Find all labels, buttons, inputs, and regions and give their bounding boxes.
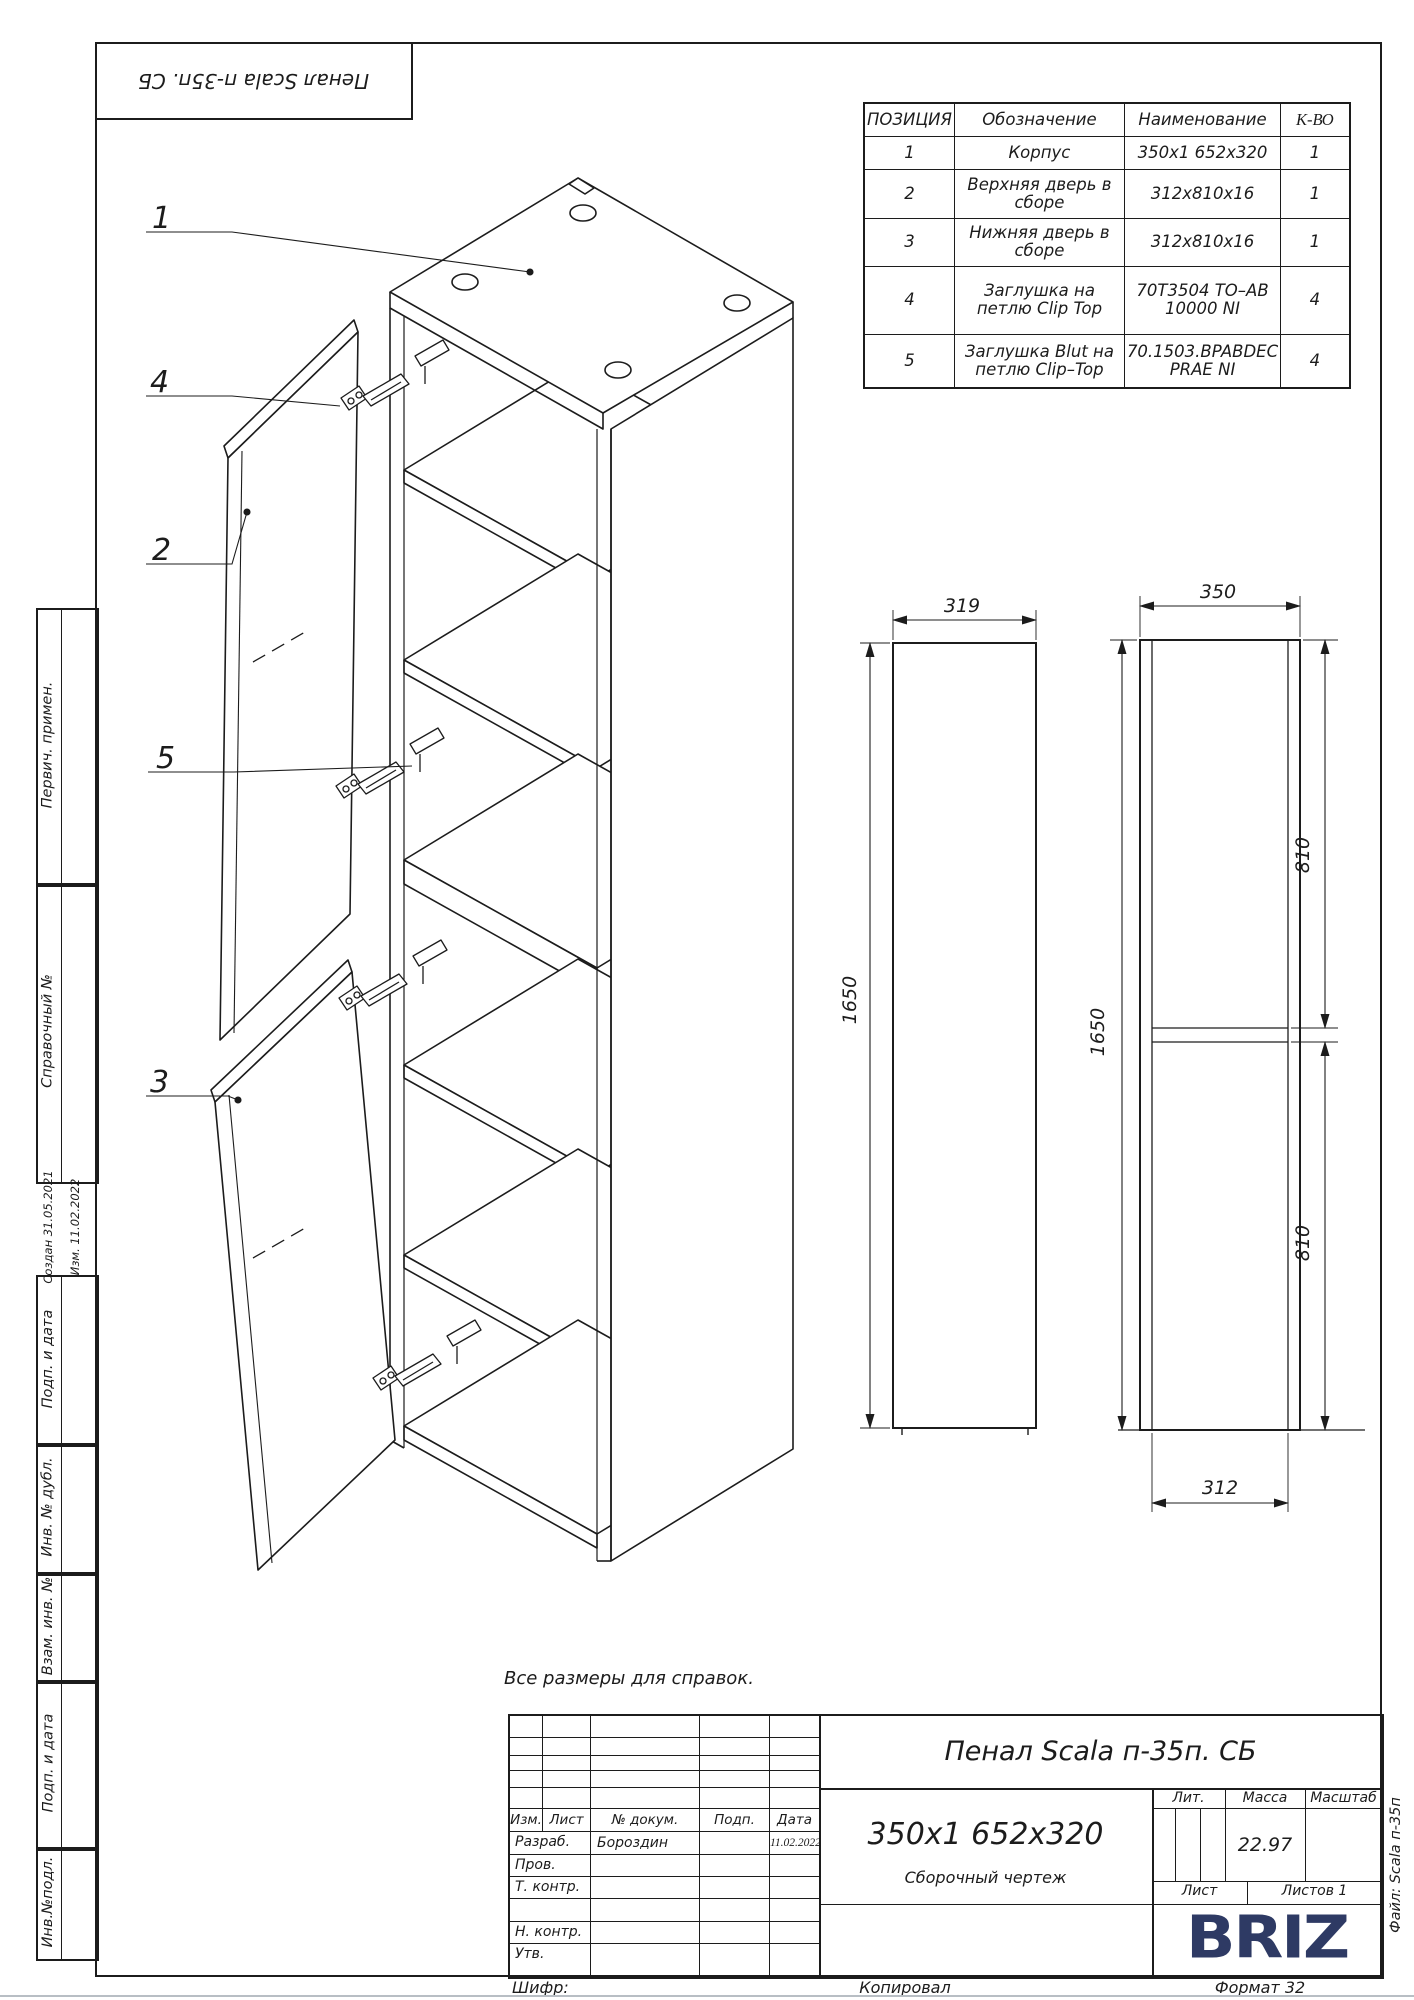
briz-logo: BRIZ: [1186, 1902, 1350, 1972]
margin-box-inv-dupl: [36, 1443, 99, 1576]
margin-box-reference-number: [36, 883, 99, 1184]
sign-row-date: 11.02.2022: [770, 1832, 819, 1855]
sign-row-label: Пров.: [510, 1855, 591, 1877]
sign-row-label: Н. контр.: [510, 1922, 591, 1944]
table-row: 1 Корпус 350х1 652х320 1: [863, 135, 1351, 170]
reversed-title-box: Пенал Scala п-35п. СБ: [95, 42, 413, 120]
margin-label: Взам. инв. №: [40, 1576, 56, 1676]
callout-2: 2: [152, 533, 171, 568]
margin-box-repl-inv: [36, 1572, 99, 1684]
upper-door: [219, 319, 359, 1041]
sign-row-label: Утв.: [510, 1944, 591, 1977]
margin-label: Инв.№подл.: [40, 1856, 56, 1948]
table-row: 5 Заглушка Blut на петлю Clip–Top 70.150…: [863, 333, 1351, 389]
rev-col: № докум.: [591, 1809, 700, 1832]
title-block-signature-table: Изм. Лист № докум. Подп. Дата Разраб. Бо…: [510, 1716, 819, 1977]
sheet-label: Лист: [1181, 1883, 1218, 1899]
margin-label: Первич. примен.: [39, 681, 56, 809]
top-hole: [604, 361, 632, 379]
margin-box-sign-date-1: [36, 1275, 99, 1447]
dim-350: 350: [1200, 581, 1236, 603]
margin-meta-created: Создан 31.05.2021: [41, 1170, 55, 1284]
dim-1650-front: 1650: [839, 976, 861, 1024]
lit-label: Лит.: [1172, 1790, 1205, 1806]
sign-row-label: Т. контр.: [510, 1877, 591, 1899]
reference-note: Все размеры для справок.: [504, 1668, 754, 1689]
sheets-count-label: Листов 1: [1281, 1883, 1348, 1899]
callouts: [146, 231, 534, 1104]
reversed-title: Пенал Scala п-35п. СБ: [138, 69, 370, 93]
margin-label: Подп. и дата: [40, 1713, 57, 1813]
table-row: 4 Заглушка на петлю Clip Top 70Т3504 ТО–…: [863, 265, 1351, 335]
sign-row-name: Бороздин: [591, 1832, 700, 1855]
margin-label: Инв. № дубл.: [39, 1457, 56, 1557]
callout-1: 1: [152, 201, 171, 236]
table-row: 2 Верхняя дверь в сборе 312х810х16 1: [863, 168, 1351, 219]
col-header: ПОЗИЦИЯ: [863, 102, 955, 137]
callout-3: 3: [150, 1065, 169, 1100]
col-header: К-ВО: [1280, 102, 1351, 137]
sign-row-label: Разраб.: [510, 1832, 591, 1855]
parts-table-header-row: ПОЗИЦИЯ Обозначение Наименование К-ВО: [863, 102, 1351, 137]
dim-810-upper: 810: [1292, 837, 1314, 873]
margin-label: Справочный №: [39, 974, 56, 1088]
top-hole: [569, 204, 597, 222]
top-hole: [723, 294, 751, 312]
callout-4: 4: [150, 365, 169, 400]
title-block: Изм. Лист № докум. Подп. Дата Разраб. Бо…: [508, 1714, 1384, 1979]
overall-size: 350х1 652х320: [867, 1817, 1104, 1852]
parts-table: ПОЗИЦИЯ Обозначение Наименование К-ВО 1 …: [863, 102, 1351, 389]
margin-meta-modified: Изм. 11.02.2022: [68, 1178, 82, 1276]
table-row: 3 Нижняя дверь в сборе 312х810х16 1: [863, 217, 1351, 267]
rev-col: Изм.: [510, 1809, 543, 1832]
margin-label: Подп. и дата: [40, 1309, 56, 1409]
mass-value: 22.97: [1237, 1834, 1293, 1856]
document-type: Сборочный чертеж: [904, 1868, 1067, 1887]
mass-label: Масса: [1242, 1790, 1288, 1806]
top-hole: [451, 273, 479, 291]
dim-1650-side: 1650: [1087, 1008, 1109, 1056]
margin-box-sign-date-2: [36, 1680, 99, 1851]
hinge-hardware: [335, 339, 482, 1391]
scale-label: Масштаб: [1310, 1790, 1377, 1806]
copied-by-label: Копировал: [859, 1978, 951, 1997]
margin-box-inv-orig: [36, 1847, 99, 1961]
rev-col: Подп.: [700, 1809, 770, 1832]
file-name-label: Файл: Scala п-35п: [1388, 1797, 1404, 1933]
format-label: Формат 32: [1214, 1978, 1306, 1997]
document-title: Пенал Scala п-35п. СБ: [944, 1736, 1257, 1767]
front-view: [860, 610, 1037, 1435]
dim-810-lower: 810: [1292, 1225, 1314, 1261]
cipher-label: Шифр:: [512, 1978, 569, 1997]
lower-door: [210, 959, 396, 1571]
rev-col: Дата: [770, 1809, 819, 1832]
page-edge: [0, 1995, 1414, 1997]
margin-box-primary-use: [36, 608, 99, 887]
callout-5: 5: [156, 741, 175, 776]
drawing-frame: [95, 42, 1382, 1977]
dim-312: 312: [1202, 1477, 1238, 1499]
sign-row-label: [510, 1899, 591, 1922]
cabinet-isometric-view: [210, 177, 794, 1571]
rev-col: Лист: [543, 1809, 591, 1832]
dim-319: 319: [944, 595, 980, 617]
col-header: Наименование: [1123, 102, 1282, 137]
side-view: [1110, 596, 1365, 1512]
col-header: Обозначение: [953, 102, 1125, 137]
